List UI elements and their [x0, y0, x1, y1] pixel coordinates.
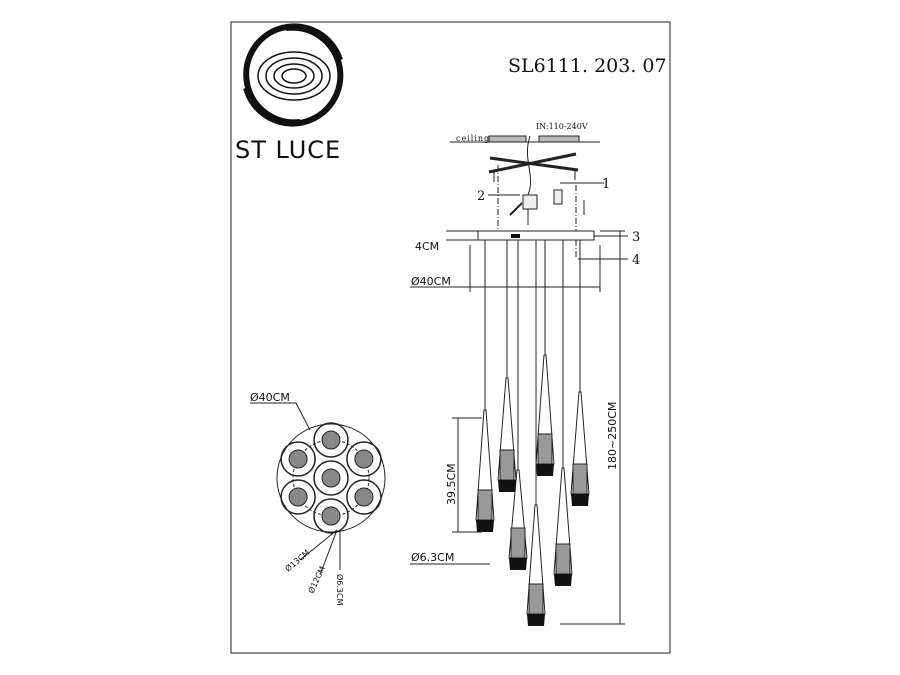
callout-2: 2: [477, 189, 485, 204]
pendant-shade: [497, 240, 517, 492]
canopy-height-dim: 4CM: [415, 240, 439, 253]
canopy-connector: [511, 234, 520, 238]
shade-position: [280, 479, 316, 515]
brand-name: ST LUCE: [235, 136, 341, 164]
pendant-shade: [526, 240, 546, 626]
shade-small-dim: Ø6.3CM: [335, 574, 345, 606]
ceiling-label: ceiling: [456, 134, 490, 143]
total-height-dim: 180~250CM: [606, 402, 619, 470]
shade-position: [280, 441, 316, 477]
top-diameter-dim: Ø40CM: [250, 391, 290, 404]
shade-position: [313, 498, 349, 534]
pendant-shade: [570, 240, 590, 506]
callout-1: 1: [602, 177, 610, 192]
pendant-shade: [508, 240, 528, 570]
shade-height-dim: 39.5CM: [445, 463, 458, 505]
pendant-shade: [475, 240, 495, 532]
dimension-lines: [410, 230, 625, 625]
frame-border: [230, 21, 671, 654]
shade-diameter-dim: Ø6.3CM: [411, 551, 454, 564]
ceiling-mount: [450, 135, 600, 258]
shade-position: [346, 441, 382, 477]
shade-position: [346, 479, 382, 515]
callout-4: 4: [632, 253, 640, 268]
callout-3: 3: [632, 230, 640, 245]
model-number: SL6111. 203. 07: [508, 55, 667, 77]
top-view: [276, 422, 386, 534]
pendant-shade: [553, 240, 573, 586]
pendant-shade: [535, 240, 555, 476]
brand-logo: [243, 23, 344, 127]
voltage-label: IN:110-240V: [536, 122, 588, 131]
top-outline: [276, 423, 386, 533]
shade-position: [313, 422, 349, 458]
canopy-plate: [477, 230, 595, 241]
pendants: [475, 240, 590, 626]
canopy-diameter-dim: Ø40CM: [411, 275, 451, 288]
ring-outer-dim: Ø13CM: [283, 547, 312, 573]
ring-inner-dim: Ø12CM: [306, 564, 327, 595]
shade-position: [313, 460, 349, 496]
